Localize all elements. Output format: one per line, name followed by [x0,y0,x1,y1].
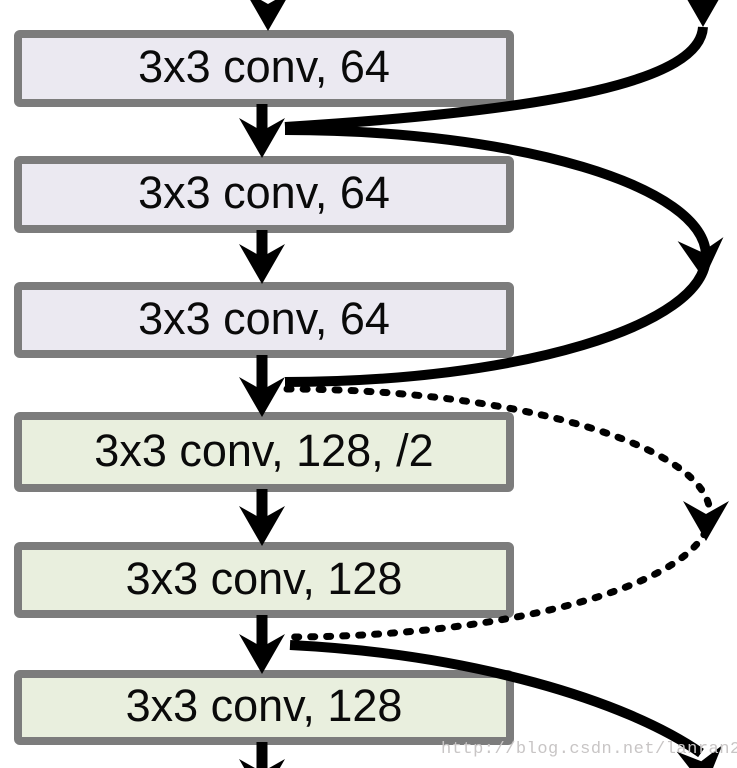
conv-layer-label: 3x3 conv, 64 [138,292,390,344]
conv-layer-box-1: 3x3 conv, 64 [14,30,514,107]
conv-layer-label: 3x3 conv, 128, /2 [94,424,434,476]
conv-layer-box-4: 3x3 conv, 128, /2 [14,412,514,492]
down-arrowhead-icon [245,0,291,31]
down-arrowhead-icon [239,377,285,417]
conv-layer-box-3: 3x3 conv, 64 [14,282,514,358]
skip-arc-arrowhead-icon [677,237,727,282]
skip-arcs [283,26,714,758]
down-arrowhead-icon [239,244,285,284]
conv-layer-label: 3x3 conv, 128 [125,680,403,731]
arrowheads [239,0,729,768]
conv-layer-box-6: 3x3 conv, 128 [14,670,514,745]
skip-arc-arrowhead-icon [680,0,726,27]
down-arrowhead-icon [239,759,285,768]
conv-layer-box-2: 3x3 conv, 64 [14,156,514,233]
down-arrowhead-icon [239,634,285,674]
down-arrowhead-icon [239,506,285,546]
conv-layer-label: 3x3 conv, 64 [138,167,390,218]
conv-layer-label: 3x3 conv, 64 [138,41,390,92]
watermark-text: http://blog.csdn.net/lanran2 [441,740,737,759]
skip-arc-arrowhead-icon [683,501,729,541]
conv-layer-box-5: 3x3 conv, 128 [14,542,514,618]
conv-layer-label: 3x3 conv, 128 [125,552,403,604]
down-arrowhead-icon [239,118,285,158]
